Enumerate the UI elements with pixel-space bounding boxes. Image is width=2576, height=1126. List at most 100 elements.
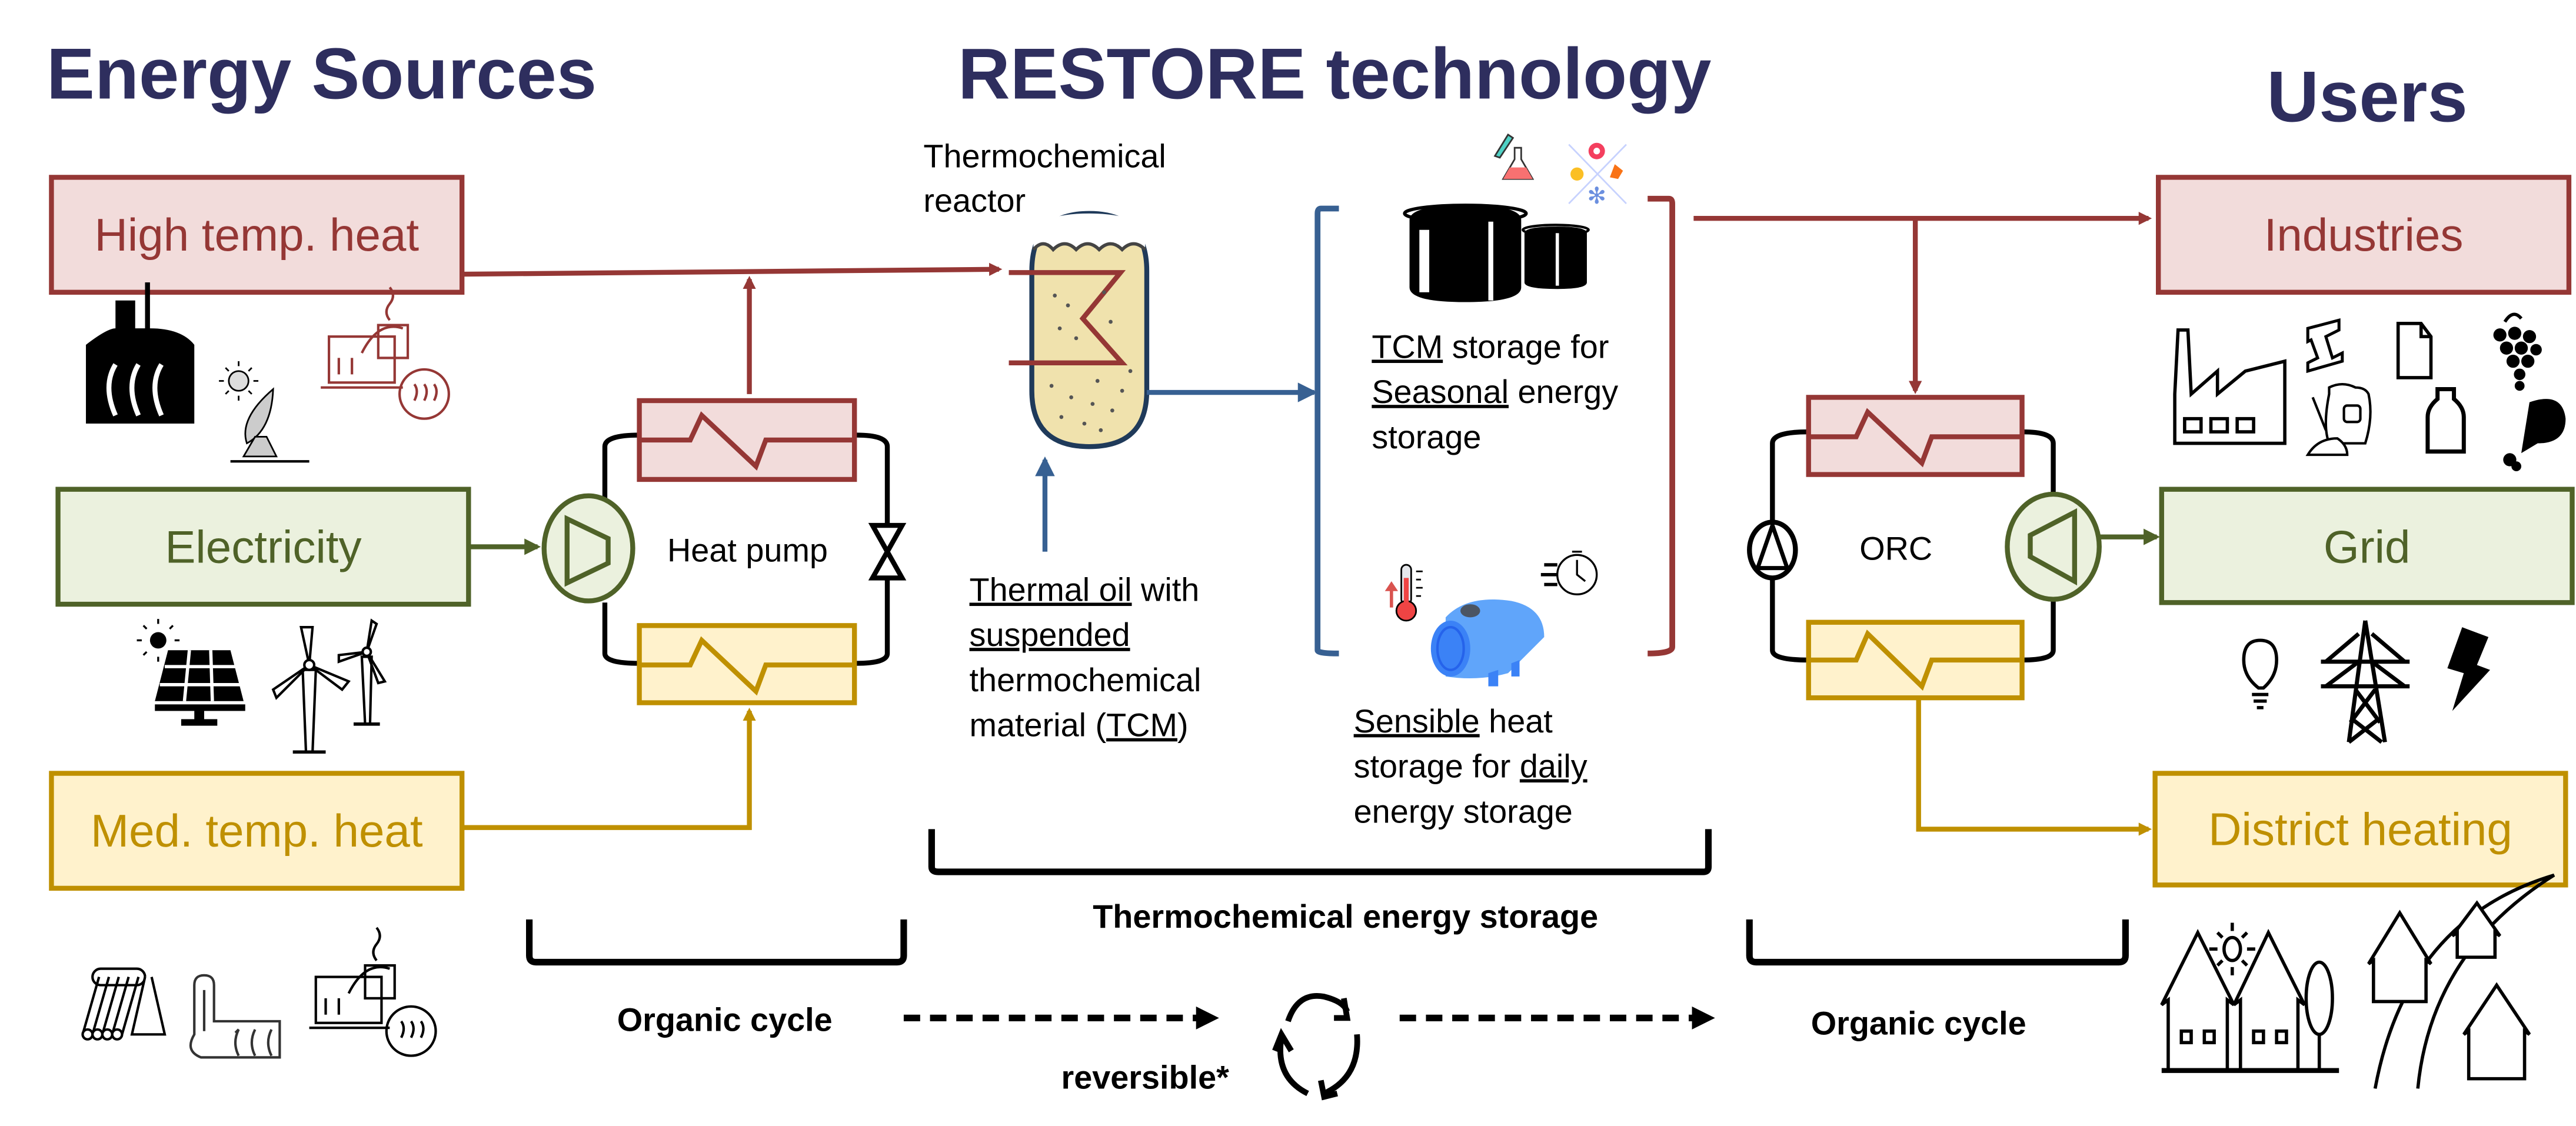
reversible-cycle-icon	[1272, 993, 1360, 1101]
text-line: Thermal oil with	[970, 571, 1200, 608]
user-district-heating: District heating	[2152, 771, 2568, 888]
underlined-term: Thermal oil	[970, 571, 1132, 608]
heat-recovery-icon	[321, 287, 450, 420]
text-line: suspended	[970, 616, 1130, 653]
title-energy-sources: Energy Sources	[46, 34, 597, 114]
reactor-label-line2: reactor	[923, 182, 1026, 219]
text-segment: energy	[1509, 373, 1618, 410]
industrial-waste-heat-icon	[86, 282, 195, 424]
svg-text:✻: ✻	[1587, 184, 1606, 209]
chicken-leg-icon	[2503, 399, 2566, 471]
text-line: material (TCM)	[970, 707, 1189, 744]
storage-tanks-icon	[1403, 204, 1590, 302]
water-tank-icon	[1430, 599, 1545, 687]
solar-panel-icon	[137, 619, 245, 726]
turbine-icon	[2005, 491, 2102, 602]
houses-icon	[2160, 928, 2339, 1073]
organic-cycle-label-right: Organic cycle	[1811, 1004, 2026, 1041]
organic-cycle-bracket-left	[526, 919, 907, 966]
orc-cycle: ORC	[1747, 395, 2102, 701]
text-segment: storage	[1372, 418, 1481, 455]
source-box	[49, 771, 465, 891]
thermochemical-reactor	[1009, 211, 1150, 449]
to-district-heating-arrow	[1916, 698, 2152, 836]
title-users: Users	[2267, 57, 2467, 138]
organic-cycle-label-left: Organic cycle	[617, 1001, 833, 1038]
med-temp-flow-arrow	[462, 707, 756, 830]
cement-bag-icon	[2305, 382, 2372, 457]
light-bulb-icon	[2242, 638, 2278, 709]
text-line: thermochemical	[970, 661, 1202, 698]
thermal-oil-description: Thermal oil withsuspendedthermochemicalm…	[970, 571, 1202, 743]
underlined-term: suspended	[970, 616, 1130, 653]
source-label: High temp. heat	[95, 209, 420, 261]
text-segment: storage for	[1443, 328, 1609, 365]
text-segment: thermochemical	[970, 661, 1202, 698]
source-box	[49, 175, 465, 295]
source-electricity: Electricity	[55, 487, 471, 607]
text-segment: material (	[970, 707, 1107, 744]
lightning-icon	[2447, 627, 2490, 711]
underlined-term: TCM	[1106, 707, 1177, 744]
underlined-term: TCM	[1372, 328, 1443, 365]
orc-label: ORC	[1859, 530, 1932, 567]
paper-icon	[2396, 322, 2433, 379]
storage-bracket-right	[1648, 195, 1675, 657]
factory-icon	[2173, 328, 2287, 445]
thermometer-rising-icon	[1384, 564, 1423, 622]
underlined-term: Seasonal	[1372, 373, 1509, 410]
thermochemical-energy-storage-label: Thermochemical energy storage	[1093, 898, 1598, 935]
wind-turbine-icon	[271, 618, 387, 754]
text-segment: energy storage	[1354, 792, 1573, 829]
title-restore-technology: RESTORE technology	[958, 34, 1711, 114]
text-line: TCM storage for	[1372, 328, 1609, 365]
user-box	[2156, 175, 2572, 295]
text-line: storage for daily	[1354, 748, 1587, 785]
user-label: District heating	[2208, 803, 2512, 855]
heat-pump: Heat pump	[541, 398, 907, 705]
sensible-storage-description: Sensible heat storage for daily energy sto…	[1354, 702, 1587, 830]
user-label: Grid	[2324, 521, 2411, 572]
text-line: storage	[1372, 418, 1481, 455]
geothermal-icon	[189, 974, 281, 1059]
text-segment: with	[1132, 571, 1200, 608]
user-grid: Grid	[2159, 487, 2575, 605]
compressor-icon	[541, 493, 635, 604]
source-label: Electricity	[165, 521, 361, 572]
high-temp-flow-arrow	[462, 262, 1003, 277]
underlined-term: daily	[1520, 748, 1587, 785]
user-label: Industries	[2264, 209, 2464, 261]
stopwatch-fast-icon	[1540, 551, 1598, 595]
heat-pump-label: Heat pump	[667, 532, 828, 569]
solar-concentrator-icon	[219, 361, 309, 463]
user-industries: Industries	[2156, 175, 2572, 295]
steel-beam-icon	[2306, 318, 2344, 374]
text-line: Seasonal energy	[1372, 373, 1618, 410]
four-seasons-icon: ✻	[1568, 142, 1627, 209]
reversible-label: reversible*	[1061, 1058, 1229, 1095]
solar-thermal-collector-icon	[81, 967, 167, 1041]
text-line: energy storage	[1354, 792, 1573, 829]
source-label: Med. temp. heat	[91, 805, 423, 857]
milk-bottle-icon	[2425, 387, 2466, 454]
text-segment: heat	[1480, 702, 1553, 739]
sun-icon	[2209, 922, 2255, 975]
heat-recovery-icon	[309, 927, 437, 1057]
text-line: Sensible heat	[1354, 702, 1553, 739]
user-box	[2159, 487, 2575, 605]
grapes-icon	[2493, 312, 2542, 391]
source-med-temp-heat: Med. temp. heat	[49, 771, 465, 891]
village-road-icon	[2367, 873, 2555, 1089]
organic-cycle-bracket-right	[1746, 919, 2129, 966]
expansion-valve-icon	[868, 522, 907, 581]
source-high-temp-heat: High temp. heat	[49, 175, 465, 295]
text-segment: storage for	[1354, 748, 1520, 785]
chemistry-flask-icon	[1493, 133, 1535, 180]
power-pylon-icon	[2321, 620, 2410, 744]
thermochemical-storage-bracket	[928, 829, 1712, 875]
user-box	[2152, 771, 2568, 888]
underlined-term: Sensible	[1354, 702, 1480, 739]
